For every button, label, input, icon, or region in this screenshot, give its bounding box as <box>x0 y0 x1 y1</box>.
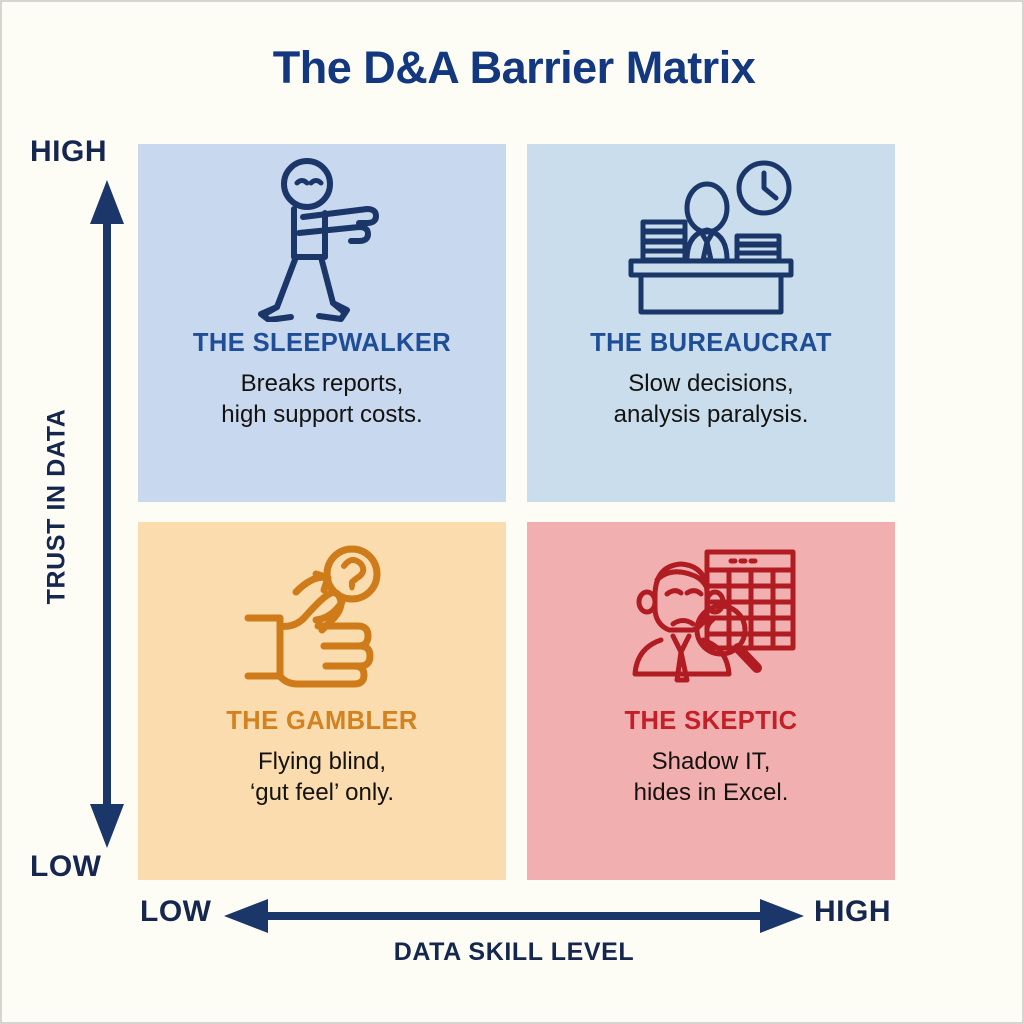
quadrant-skeptic[interactable]: THE SKEPTIC Shadow IT, hides in Excel. <box>527 522 895 880</box>
quadrant-bureaucrat[interactable]: THE BUREAUCRAT Slow decisions, analysis … <box>527 144 895 502</box>
quadrant-desc-sleepwalker: Breaks reports, high support costs. <box>221 369 422 430</box>
quadrant-desc-line2: hides in Excel. <box>633 778 789 806</box>
quadrant-desc-line2: analysis paralysis. <box>613 400 809 428</box>
quadrant-title-skeptic: THE SKEPTIC <box>624 707 798 735</box>
quadrant-desc-skeptic: Shadow IT, hides in Excel. <box>634 747 789 808</box>
x-axis-title: DATA SKILL LEVEL <box>393 938 635 966</box>
y-axis-arrow <box>88 180 126 848</box>
x-axis-arrow <box>224 898 804 934</box>
y-axis-title: TRUST IN DATA <box>42 408 71 605</box>
quadrant-matrix: THE SLEEPWALKER Breaks reports, high sup… <box>138 144 895 880</box>
quadrant-desc-gambler: Flying blind, ‘gut feel’ only. <box>250 747 394 808</box>
quadrant-desc-line2: high support costs. <box>221 400 423 428</box>
desk-paperwork-clock-icon <box>527 144 895 329</box>
y-axis-low-label: LOW <box>30 850 102 883</box>
quadrant-title-gambler: THE GAMBLER <box>226 707 418 735</box>
quadrant-title-sleepwalker: THE SLEEPWALKER <box>192 329 452 357</box>
sleepwalking-person-icon <box>138 144 506 329</box>
y-axis-high-label: HIGH <box>30 135 107 168</box>
quadrant-desc-line1: Slow decisions, <box>628 370 794 398</box>
quadrant-desc-line2: ‘gut feel’ only. <box>249 778 395 806</box>
person-magnifier-spreadsheet-icon <box>527 522 895 707</box>
page-title: The D&A Barrier Matrix <box>272 42 756 93</box>
quadrant-sleepwalker[interactable]: THE SLEEPWALKER Breaks reports, high sup… <box>138 144 506 502</box>
quadrant-title-bureaucrat: THE BUREAUCRAT <box>590 329 832 357</box>
coin-flip-question-icon <box>138 522 506 707</box>
quadrant-gambler[interactable]: THE GAMBLER Flying blind, ‘gut feel’ onl… <box>138 522 506 880</box>
quadrant-desc-line1: Flying blind, <box>257 748 387 776</box>
x-axis-high-label: HIGH <box>814 895 891 928</box>
quadrant-desc-bureaucrat: Slow decisions, analysis paralysis. <box>614 369 809 430</box>
quadrant-desc-line1: Shadow IT, <box>651 748 771 776</box>
quadrant-desc-line1: Breaks reports, <box>240 370 404 398</box>
x-axis-low-label: LOW <box>140 895 212 928</box>
